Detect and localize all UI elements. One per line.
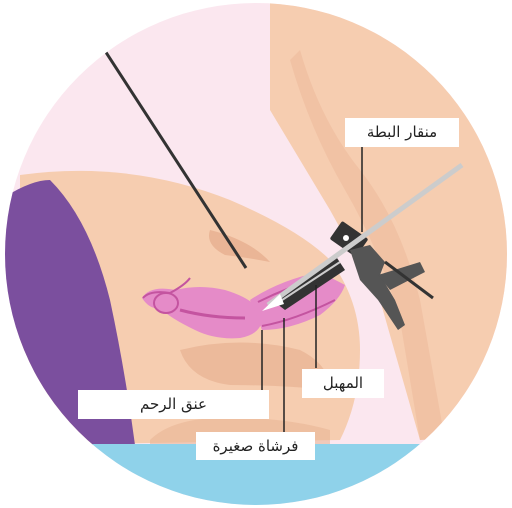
label-cervix: عنق الرحم: [78, 390, 269, 419]
label-dilator: المهبل: [302, 369, 384, 398]
label-speculum: منقار البطة: [345, 118, 459, 147]
label-brush: فرشاة صغيرة: [196, 432, 315, 460]
